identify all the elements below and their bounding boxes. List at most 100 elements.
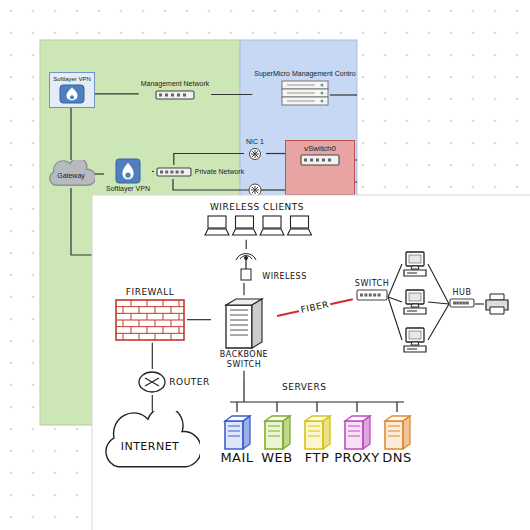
node-label: Softlayer VPN [106, 185, 150, 193]
switch-icon [155, 90, 195, 100]
switch-port [175, 171, 178, 174]
brick-joint [147, 313, 148, 320]
switch-port [364, 294, 367, 297]
node-label: Softlayer VPN [53, 76, 91, 83]
rack-slot [287, 100, 315, 101]
server-slot [388, 426, 400, 427]
node-label: MAIL [220, 451, 253, 466]
brick-joint [163, 300, 164, 307]
brick-joint [179, 313, 180, 320]
brick-joint [147, 326, 148, 333]
vpn-tile [60, 85, 84, 103]
brick-joint [131, 326, 132, 333]
brick-joint [163, 326, 164, 333]
laptop-screen [263, 216, 281, 228]
server-slot [348, 426, 360, 427]
star-icon [249, 148, 261, 160]
network-link [174, 154, 244, 165]
srv-icon [302, 414, 332, 450]
node-label: Gateway [57, 172, 85, 180]
switch-port [165, 93, 168, 96]
brick-joint [139, 320, 140, 327]
vpn-flame-core [70, 95, 74, 99]
lan-switch: SWITCH [353, 277, 391, 303]
server-group: SERVERSMAILWEBFTPPROXYDNS [212, 380, 497, 470]
switch-body [301, 155, 339, 165]
router-symbol: ROUTER [136, 369, 211, 395]
switch-port [373, 294, 376, 297]
cloud-outline [106, 411, 200, 467]
antenna-mast [246, 259, 247, 269]
brick-joint [131, 313, 132, 320]
brick-joint [116, 326, 184, 327]
brick-joint [123, 333, 124, 340]
mail-server: MAIL [218, 412, 255, 468]
switch-port [177, 93, 180, 96]
tower-slot [230, 320, 248, 321]
rack-slot [287, 92, 315, 93]
rack-led [321, 83, 324, 86]
node-label: FIREWALL [126, 287, 174, 297]
network-link [243, 283, 244, 295]
network-switch: Private Network [154, 165, 246, 179]
brick-joint [123, 320, 124, 327]
laptop-base [260, 229, 284, 235]
bricks-icon [115, 299, 185, 341]
brick-joint [116, 319, 184, 320]
vpn-box: Softlayer VPN [104, 156, 152, 195]
switch-port [328, 158, 331, 161]
srv-icon [262, 414, 292, 450]
switch-port [310, 158, 313, 161]
rack-icon [281, 80, 329, 106]
switch-port [463, 302, 466, 305]
switch-port [360, 294, 363, 297]
server-slot [228, 436, 240, 437]
brick-joint [116, 313, 184, 314]
node-label: vSwitch0 [304, 144, 336, 153]
tower-slot [230, 330, 248, 331]
pc-symbol [404, 252, 426, 276]
network-link [95, 173, 104, 174]
server-slot [228, 431, 240, 432]
antenna-base [241, 269, 251, 280]
proxy-server: PROXY [332, 412, 382, 468]
nic-port: NIC 1 [244, 136, 266, 161]
server-slot [268, 436, 280, 437]
srv-icon [222, 414, 252, 450]
server-slot [348, 436, 360, 437]
vpn-flame-core [125, 173, 130, 178]
server-side [243, 416, 250, 449]
node-label: PROXY [334, 451, 380, 466]
fiber-link [277, 299, 353, 316]
lan-wires [388, 264, 484, 340]
nic-circle [250, 148, 261, 159]
box-icon [449, 298, 475, 308]
router-body [139, 372, 165, 392]
network-link [152, 395, 153, 411]
tower-side [252, 299, 262, 348]
antenna-tip [244, 256, 248, 260]
wall-outline [116, 300, 184, 340]
box-icon [356, 289, 388, 301]
node-label: INTERNET [121, 441, 180, 454]
web-server: WEB [259, 412, 295, 468]
gateway-cloud: Gateway [47, 160, 95, 188]
network-link [246, 240, 247, 249]
management-wire [330, 94, 357, 95]
server-slot [348, 431, 360, 432]
node-label: HUB [453, 288, 472, 297]
rack-led [321, 99, 324, 102]
tower-front [226, 305, 252, 348]
wireless-antenna: WIRELESS [231, 249, 309, 283]
switch-body [157, 168, 191, 176]
laptop-screen [208, 216, 226, 228]
switch-icon [156, 167, 192, 177]
blue-region [240, 40, 357, 197]
vpn-flame [66, 88, 77, 101]
switch-port [170, 171, 173, 174]
node-label: NIC 1 [246, 138, 264, 146]
switch-port [453, 302, 456, 305]
drawing-part [249, 184, 261, 196]
switch-port [459, 302, 462, 305]
switch-port [466, 302, 469, 305]
